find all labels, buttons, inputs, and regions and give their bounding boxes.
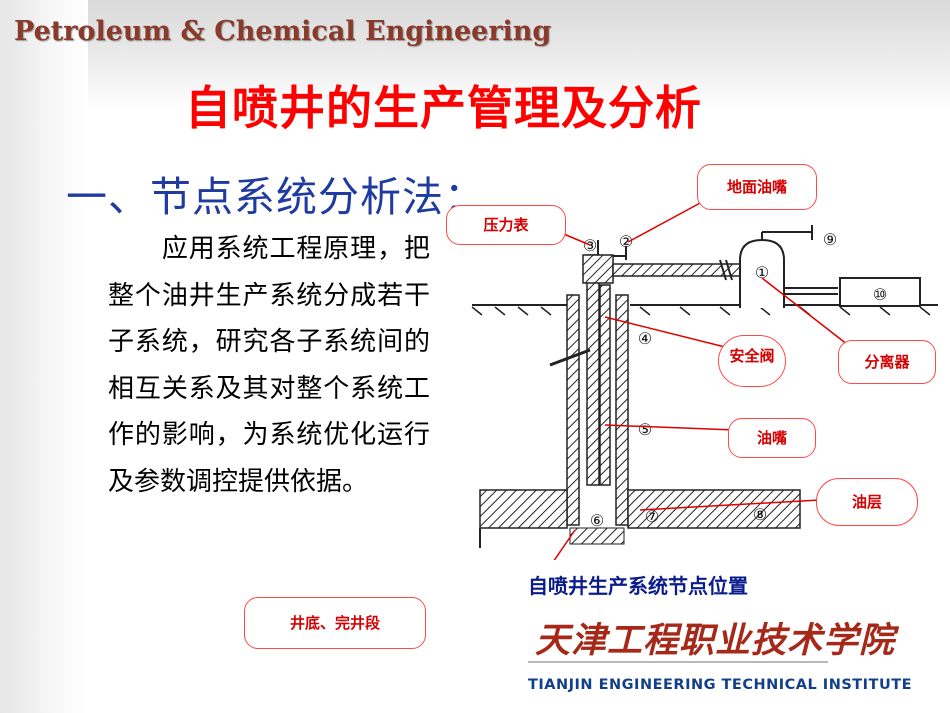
callout-label: 安全阀	[729, 347, 775, 365]
callout-pressure-gauge: 压力表	[446, 205, 566, 245]
section-heading: 一、节点系统分析法：	[66, 173, 486, 221]
diagram-caption: 自喷井生产系统节点位置	[528, 574, 748, 598]
node-number: ⑩	[873, 285, 887, 304]
footer-divider	[528, 661, 828, 663]
callout-label: 地面油嘴	[726, 178, 787, 196]
callout-surface-choke: 地面油嘴	[697, 164, 817, 210]
callout-separator: 分离器	[838, 340, 936, 384]
callout-label: 分离器	[864, 353, 910, 371]
callout-bottom-choke: 油嘴	[728, 418, 816, 458]
node-number: ①	[755, 263, 769, 282]
well-node-diagram: ③ ② ① ⑨ ⑩ ④ ⑤ ⑥ ⑦ ⑧	[471, 201, 938, 560]
callout-label: 油层	[851, 493, 882, 511]
node-labels: ③ ② ① ⑨ ⑩ ④ ⑤ ⑥ ⑦ ⑧	[583, 230, 887, 530]
callout-leaders	[534, 201, 849, 560]
node-number: ⑤	[638, 420, 652, 439]
reservoir-layer	[479, 489, 801, 548]
callout-label: 井底、完井段	[289, 614, 380, 632]
node-number: ④	[638, 329, 652, 348]
node-number: ⑨	[823, 230, 837, 249]
node-number: ⑧	[753, 505, 767, 524]
node-number: ⑥	[590, 511, 604, 530]
institute-name-cn: 天津工程职业技术学院	[535, 620, 896, 661]
header-background	[0, 0, 950, 110]
slide-title: 自喷井的生产管理及分析	[185, 81, 702, 135]
callout-label: 油嘴	[756, 429, 787, 447]
node-number: ③	[583, 236, 597, 255]
callout-reservoir: 油层	[816, 478, 918, 526]
node-number: ⑦	[645, 507, 659, 526]
callout-well-bottom: 井底、完井段	[244, 597, 426, 649]
node-number: ②	[619, 232, 633, 251]
flowline	[612, 259, 746, 281]
separator-vessel	[739, 225, 921, 308]
institute-name-en: TIANJIN ENGINEERING TECHNICAL INSTITUTE	[528, 677, 913, 693]
brand-title: Petroleum & Chemical Engineering	[14, 16, 552, 47]
callout-label: 压力表	[483, 216, 529, 234]
wellbore	[549, 240, 629, 526]
callout-safety-valve: 安全阀	[718, 335, 786, 387]
left-margin-background	[0, 0, 88, 713]
body-paragraph: 应用系统工程原理，把整个油井生产系统分成若干子系统，研究各子系统间的相互关系及其…	[108, 234, 430, 497]
